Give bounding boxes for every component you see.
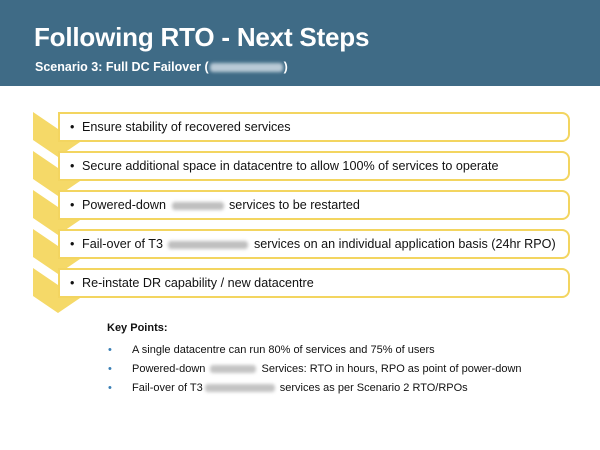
page-subtitle: Scenario 3: Full DC Failover () [35,60,288,74]
step-text: Secure additional space in datacentre to… [82,159,499,173]
step-text-end: services to be restarted [225,198,360,212]
redacted-site-name [210,365,257,374]
step-box: • Re-instate DR capability / new datacen… [58,268,570,298]
redacted-site-name [204,384,275,393]
subtitle-text-start: Scenario 3: Full DC Failover ( [35,60,209,74]
step-bullet: • [70,237,75,251]
key-point-text-start: Powered-down [132,363,209,375]
step-text-end: services on an individual application ba… [250,237,556,251]
key-point-text-end: Services: RTO in hours, RPO as point of … [258,363,522,375]
step-bullet: • [70,198,75,212]
redacted-location [209,63,283,73]
key-point-text-start: Fail-over of T3 [132,382,203,394]
key-point-text-end: services as per Scenario 2 RTO/RPOs [276,382,468,394]
step-bullet: • [70,276,75,290]
step-box: • Ensure stability of recovered services [58,112,570,142]
key-point-bullet: • [108,344,112,356]
redacted-site-name [168,240,249,249]
step-box: • Secure additional space in datacentre … [58,151,570,181]
step-bullet: • [70,159,75,173]
key-point-text: Fail-over of T3 services as per Scenario… [132,381,468,395]
key-points-title: Key Points: [107,322,168,334]
key-point-bullet: • [108,363,112,375]
step-text: Re-instate DR capability / new datacentr… [82,276,314,290]
page-title: Following RTO - Next Steps [34,22,370,52]
key-point-text: Powered-down Services: RTO in hours, RPO… [132,362,522,376]
header-banner: Following RTO - Next Steps Scenario 3: F… [0,0,600,86]
step-box: • Powered-down services to be restarted [58,190,570,220]
step-text-start: Powered-down [82,198,170,212]
redacted-site-name [171,201,224,210]
step-text: Ensure stability of recovered services [82,120,291,134]
key-point-text: A single datacentre can run 80% of servi… [132,344,435,356]
subtitle-text-end: ) [283,60,288,74]
step-box: • Fail-over of T3 services on an individ… [58,229,570,259]
step-bullet: • [70,120,75,134]
step-text-start: Fail-over of T3 [82,237,167,251]
key-point-bullet: • [108,382,112,394]
